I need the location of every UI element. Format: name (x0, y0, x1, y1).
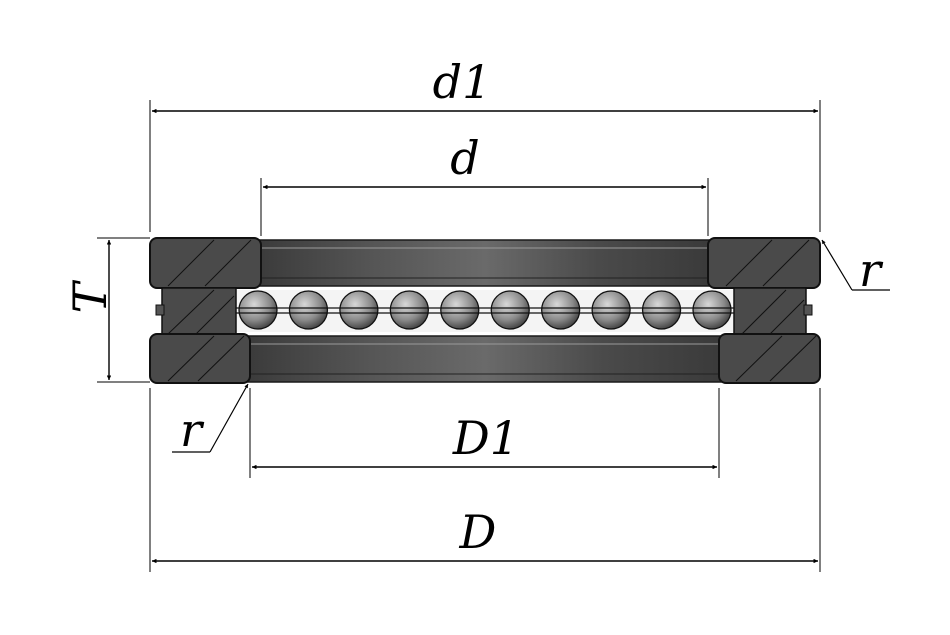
ball (591, 290, 631, 330)
ball (389, 290, 429, 330)
bottom-washer-left-section (149, 333, 251, 384)
top-washer-left-section (149, 237, 262, 289)
label-r-bottom: r (180, 403, 205, 457)
label-d1: d1 (433, 55, 492, 109)
ball (490, 290, 530, 330)
ball (339, 290, 379, 330)
bottom-washer (149, 333, 821, 384)
radius-leaders (172, 239, 890, 453)
ball (238, 290, 278, 330)
label-D1: D1 (452, 411, 519, 465)
dimension-lines (106, 108, 818, 564)
ball (440, 290, 480, 330)
ball (288, 290, 329, 330)
ball (641, 290, 682, 330)
label-d: d (450, 131, 479, 185)
balls-group (238, 290, 732, 330)
extension-lines (97, 100, 821, 572)
ball (692, 290, 732, 330)
label-r-top: r (859, 243, 884, 297)
label-D: D (459, 505, 497, 559)
bottom-washer-right-section (718, 333, 821, 384)
ball (541, 290, 581, 330)
section-hatching (167, 239, 817, 382)
label-T: T (63, 279, 117, 313)
ball-cage (155, 287, 813, 335)
top-washer (149, 237, 821, 289)
